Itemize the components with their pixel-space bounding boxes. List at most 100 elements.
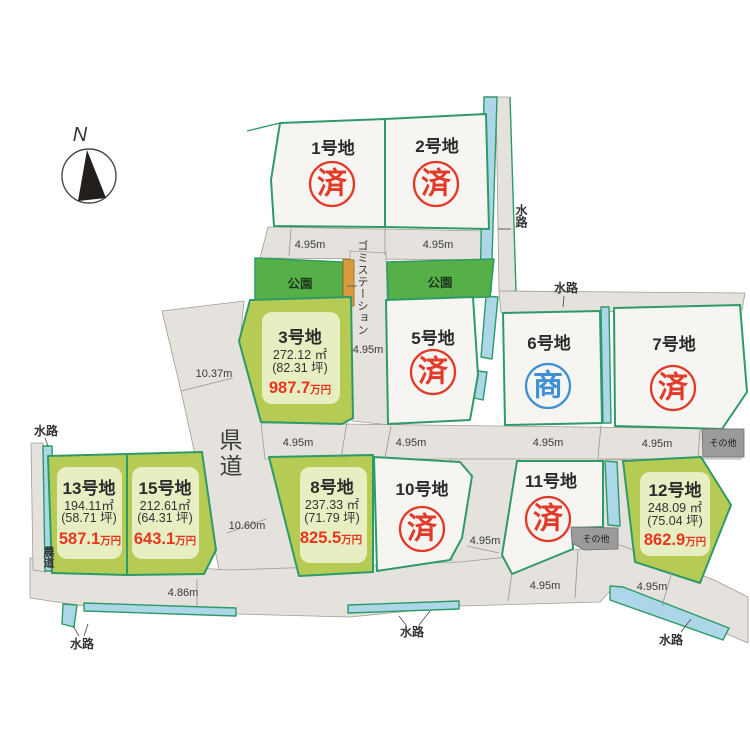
lot-5-name: 5号地 <box>411 328 454 348</box>
lot-10: 10号地 済 <box>373 456 473 572</box>
lot-15-area-m2: 212.61㎡ <box>140 499 191 513</box>
lot-15-price: 643.1万円 <box>134 530 196 548</box>
leader-waterway-br <box>680 618 692 633</box>
lot-5: 5号地 済 <box>385 296 479 425</box>
lot-6-stamp-text: 商 <box>533 370 563 403</box>
lot-6: 6号地 商 <box>502 310 603 426</box>
farm-road-label: 農道 <box>42 545 55 569</box>
lot-13-area-m2: 194.11㎡ <box>64 499 114 513</box>
waterway-label-bottom-right: 水路 <box>659 632 684 647</box>
lot-12-price: 862.9万円 <box>644 531 706 549</box>
road-network <box>29 96 749 644</box>
lot-10-stamp-text: 済 <box>407 513 438 546</box>
lot-10-name: 10号地 <box>396 479 449 499</box>
lot-3-name: 3号地 <box>278 327 321 347</box>
lot-2-name: 2号地 <box>415 136 458 156</box>
lot-2: 2号地 済 <box>384 113 490 230</box>
measure-mid-lot10: 4.95m <box>396 437 427 449</box>
measurements: 4.95m 4.95m 4.95m 10.37m 10.60m 4.95m 4.… <box>168 239 673 599</box>
compass-circle <box>61 148 117 204</box>
lot-13-price: 587.1万円 <box>59 530 121 548</box>
measure-mid-lot6: 4.95m <box>533 437 564 449</box>
lot-5-status-stamp: 済 <box>409 348 457 396</box>
lot-12-area-m2: 248.09 ㎡ <box>648 501 703 515</box>
lot-8-area-m2: 237.33 ㎡ <box>305 498 360 512</box>
park-right-label: 公園 <box>427 276 452 290</box>
other-parcel-mid-label: その他 <box>582 533 609 544</box>
lot-7-status-stamp: 済 <box>649 364 697 412</box>
waterway-bottom-middle-strip <box>347 600 460 614</box>
lot-1-stamp-text: 済 <box>317 168 348 201</box>
lot-7: 7号地 済 <box>613 304 748 430</box>
lot-12: 12号地 248.09 ㎡ (75.04 坪) 862.9万円 <box>622 456 732 584</box>
leader-waterway-above-lot6 <box>562 295 565 308</box>
lot-10-parcel <box>373 456 473 572</box>
other-parcel-mid <box>570 526 619 551</box>
compass-needle-icon <box>78 150 106 201</box>
other-parcel-top-right-label: その他 <box>709 437 736 448</box>
lot-11-name: 11号地 <box>525 471 577 491</box>
lot-15-area-tsubo: (64.31 坪) <box>137 511 193 525</box>
measure-corridor-10-11: 4.95m <box>470 535 501 547</box>
lots: 1号地 済 2号地 済 3号地 272.12 ㎡ (82.31 坪) 987.7… <box>47 113 748 584</box>
lot-13-name: 13号地 <box>63 478 116 498</box>
waterway-between-lot6-7 <box>600 306 612 424</box>
waterway-right-of-lot5-a <box>480 295 499 360</box>
measure-top-left: 4.95m <box>295 239 326 251</box>
lot-15: 15号地 212.61㎡ (64.31 坪) 643.1万円 <box>126 451 217 576</box>
waterway-bottom-left-strip <box>83 602 237 617</box>
lot-6-name: 6号地 <box>527 333 570 353</box>
leader-waterway-lot13 <box>44 437 49 447</box>
waterway-label-above-lot6: 水路 <box>554 280 579 295</box>
lot-8-info-box <box>300 467 367 563</box>
lot-13-area-tsubo: (58.71 坪) <box>61 511 117 525</box>
measure-mid-lot7: 4.95m <box>642 438 673 450</box>
park-right-parcel <box>386 258 495 301</box>
lot-3: 3号地 272.12 ㎡ (82.31 坪) 987.7万円 <box>238 296 354 425</box>
measure-bottom-lot11: 4.95m <box>530 580 561 592</box>
road-middle <box>260 422 742 460</box>
lot-12-name: 12号地 <box>649 480 702 500</box>
lot-1: 1号地 済 <box>270 118 386 228</box>
boundary-along-top-waterway <box>509 96 517 292</box>
parks <box>254 257 495 308</box>
lot-8: 8号地 237.33 ㎡ (71.79 坪) 825.5万円 <box>268 454 374 577</box>
waterway-bottom-right-diagonal <box>609 585 730 641</box>
lot-7-name: 7号地 <box>652 334 695 354</box>
waterway-label-top-right: 水路 <box>514 203 528 229</box>
lot-11-stamp-text: 済 <box>533 503 564 536</box>
garbage-station-parcel <box>342 258 355 307</box>
lot-3-area-m2: 272.12 ㎡ <box>273 348 328 362</box>
compass: N <box>61 124 117 204</box>
leader-waterway-bm-1 <box>398 615 407 626</box>
lot-8-name: 8号地 <box>310 477 353 497</box>
lot-2-status-stamp: 済 <box>412 160 460 208</box>
lot-15-name: 15号地 <box>139 478 192 498</box>
compass-north-label: N <box>73 124 88 146</box>
lot-3-price: 987.7万円 <box>269 379 331 397</box>
road-farm <box>30 442 47 573</box>
waterway-bottom-left-stub <box>61 603 78 628</box>
measure-mid-lot8: 4.95m <box>283 437 314 449</box>
lot-7-stamp-text: 済 <box>658 372 689 405</box>
park-left-label: 公園 <box>287 277 312 291</box>
leader-waterway-bm-2 <box>418 610 431 626</box>
measure-gomi-corridor: 4.95m <box>353 344 384 356</box>
other-parcels: その他 その他 <box>570 428 745 551</box>
lot-6-status-stamp: 商 <box>524 362 572 410</box>
lot-5-stamp-text: 済 <box>418 356 449 389</box>
measure-bottom-lot12: 4.95m <box>637 581 668 593</box>
measure-kendo-lower: 10.60m <box>229 520 266 532</box>
lot-8-price: 825.5万円 <box>300 529 362 547</box>
prefectural-road-label: 県道 <box>216 428 243 480</box>
lot-13-info-box <box>57 467 122 559</box>
boundary-lines <box>44 228 701 637</box>
waterway-label-near-lot13: 水路 <box>34 423 59 438</box>
lot-12-info-box <box>640 472 710 556</box>
lot-2-parcel <box>384 113 490 230</box>
lot-3-info-box <box>262 312 340 404</box>
boundary-lot1-extension <box>246 122 281 132</box>
waterway-label-bottom-middle: 水路 <box>400 624 425 639</box>
